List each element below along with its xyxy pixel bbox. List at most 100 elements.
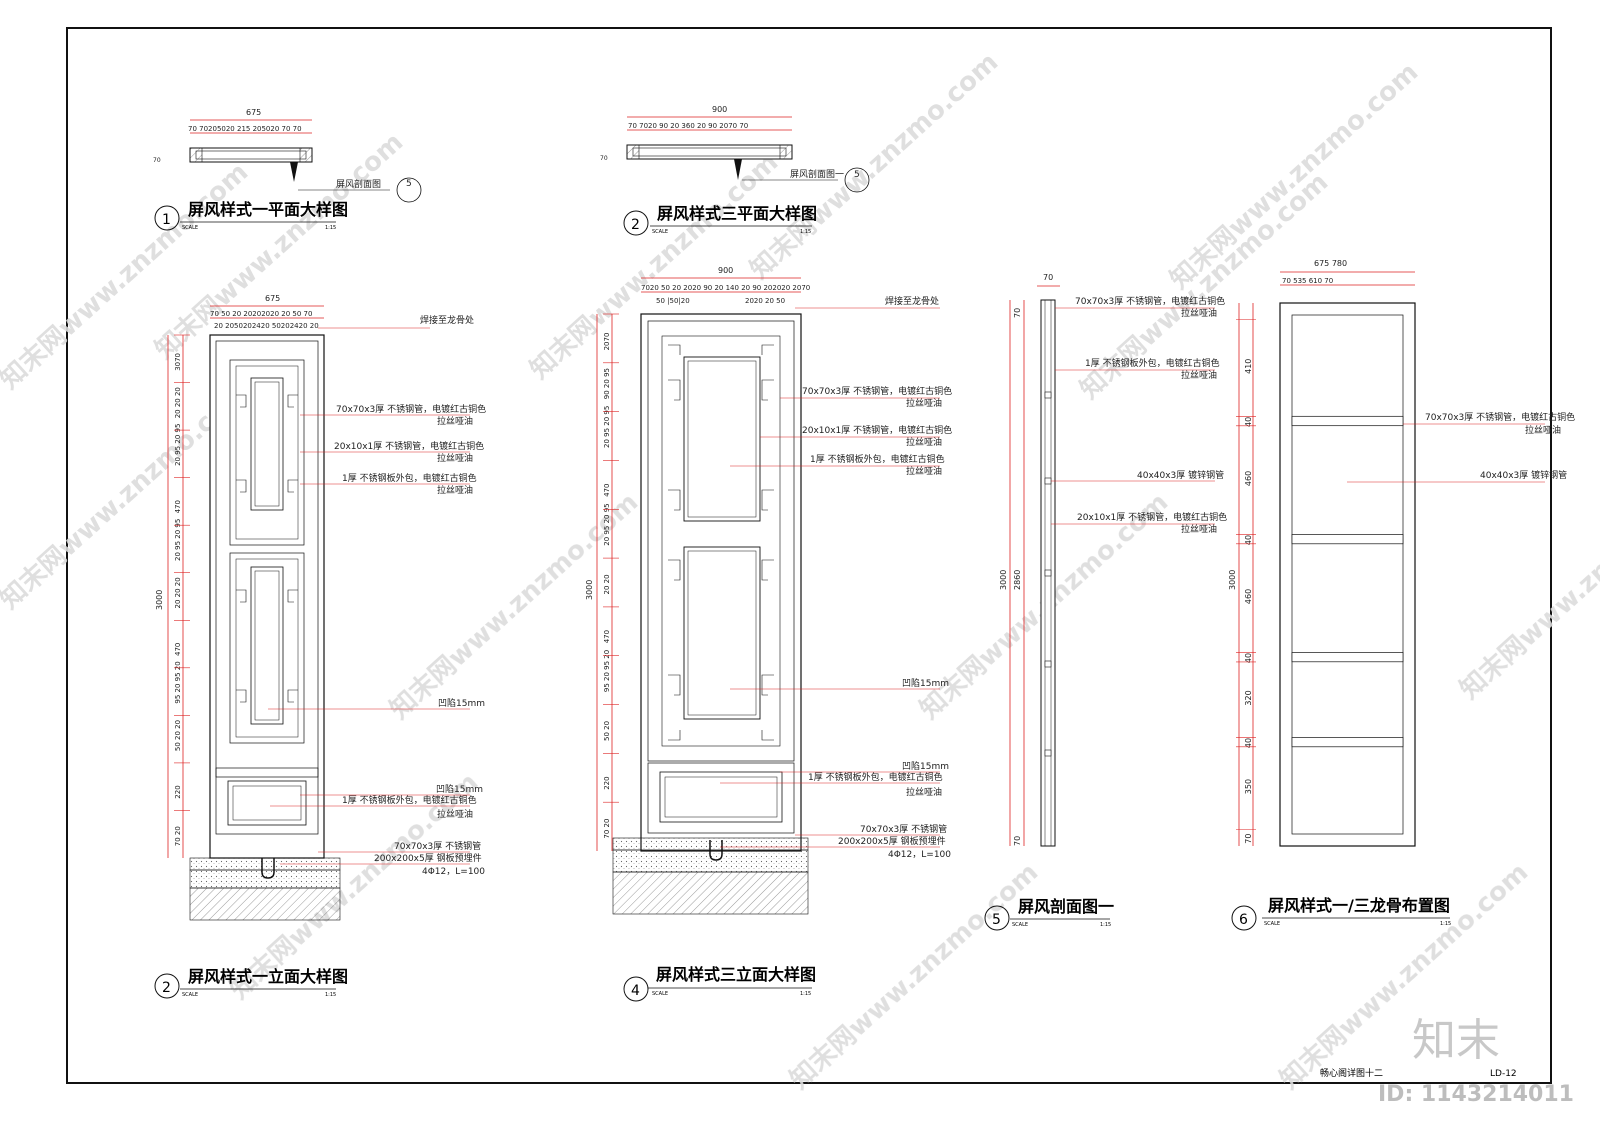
svg-text:焊接至龙骨处: 焊接至龙骨处 (420, 314, 474, 326)
svg-text:凹陷15mm: 凹陷15mm (436, 783, 483, 795)
elevation-row-dim: 220 (603, 776, 611, 789)
frame-row-dim: 40 (1244, 535, 1253, 545)
elevation-row-dim: 50 20 20 (174, 720, 182, 751)
svg-text:拉丝哑油: 拉丝哑油 (906, 786, 942, 798)
svg-text:675 780: 675 780 (1314, 259, 1347, 268)
svg-text:拉丝哑油: 拉丝哑油 (906, 397, 942, 409)
svg-text:40x40x3厚 镀锌钢管: 40x40x3厚 镀锌钢管 (1480, 469, 1567, 481)
svg-text:1:15: 1:15 (325, 225, 336, 231)
frame-row-dim: 350 (1244, 779, 1253, 794)
elevation-row-dim: 20 20 (603, 574, 611, 594)
elevation-row-dim: 20 95 20 95 (603, 503, 611, 545)
svg-text:拉丝哑油: 拉丝哑油 (437, 808, 473, 820)
svg-text:屏风剖面图一: 屏风剖面图一 (1018, 897, 1114, 916)
svg-text:200x200x5厚 钢板预埋件: 200x200x5厚 钢板预埋件 (838, 835, 946, 847)
elevation-row-dim: 95 20 95 20 (174, 661, 182, 703)
svg-text:屏风样式一/三龙骨布置图: 屏风样式一/三龙骨布置图 (1268, 896, 1450, 915)
svg-text:凹陷15mm: 凹陷15mm (902, 677, 949, 689)
svg-text:70x70x3厚 不锈钢管，电镀红古铜色: 70x70x3厚 不锈钢管，电镀红古铜色 (802, 385, 952, 397)
svg-text:70: 70 (1013, 308, 1022, 318)
svg-text:5: 5 (992, 912, 1001, 928)
svg-text:SCALE: SCALE (652, 991, 668, 997)
svg-text:20x10x1厚 不锈钢管，电镀红古铜色: 20x10x1厚 不锈钢管，电镀红古铜色 (334, 440, 484, 452)
frame-layout-view: 675 780 70 535 610 70 3000 4104046040460… (1228, 259, 1575, 931)
svg-text:3000: 3000 (999, 570, 1008, 590)
elevation-row-dim: 70 20 (174, 826, 182, 846)
svg-text:屏风样式一立面大样图: 屏风样式一立面大样图 (188, 967, 348, 986)
svg-text:屏风剖面图一: 屏风剖面图一 (790, 168, 844, 180)
svg-text:1厚 不锈钢板外包，电镀红古铜色: 1厚 不锈钢板外包，电镀红古铜色 (1085, 357, 1220, 369)
svg-text:675: 675 (265, 294, 280, 303)
elevation-view-3: 900 7020 50 20 2020 90 20 140 20 90 2020… (585, 266, 952, 1002)
svg-text:5: 5 (854, 170, 860, 180)
svg-text:SCALE: SCALE (1264, 921, 1280, 927)
svg-text:屏风样式三立面大样图: 屏风样式三立面大样图 (656, 965, 816, 984)
svg-text:凹陷15mm: 凹陷15mm (438, 697, 485, 709)
svg-text:拉丝哑油: 拉丝哑油 (1181, 307, 1217, 319)
svg-text:70 7020 90 20 360 20 90 2: 70 7020 90 20 360 20 90 2070 70 (628, 122, 748, 130)
frame-row-dim: 70 (1244, 834, 1253, 844)
elevation-row-dim: 220 (174, 785, 182, 798)
svg-text:20 2050202420 50202420 20: 20 2050202420 50202420 20 (214, 322, 319, 330)
frame-crossbar (1291, 652, 1404, 663)
svg-text:知末网www.znzmo.com: 知末网www.znzmo.com (1165, 57, 1425, 295)
svg-text:70: 70 (153, 157, 161, 164)
svg-text:5: 5 (406, 179, 412, 189)
elevation-row-dim: 470 (603, 484, 611, 497)
svg-text:2: 2 (162, 980, 171, 996)
view-number-circle (154, 205, 180, 231)
elevation-row-dim: 20 20 20 (174, 577, 182, 608)
image-id: ID: 1143214011 (1378, 1082, 1574, 1107)
svg-text:屏风剖面图: 屏风剖面图 (336, 178, 381, 190)
svg-text:900: 900 (718, 266, 733, 275)
svg-text:20x10x1厚 不锈钢管，电镀红古铜色: 20x10x1厚 不锈钢管，电镀红古铜色 (802, 424, 952, 436)
view-number: 1 (162, 212, 171, 228)
svg-text:1厚 不锈钢板外包，电镀红古铜色: 1厚 不锈钢板外包，电镀红古铜色 (342, 472, 477, 484)
view-title: 屏风样式一平面大样图 (188, 200, 348, 219)
elevation-row-dim: 20 95 20 95 (174, 519, 182, 561)
svg-text:70: 70 (600, 155, 608, 162)
section-view-1: 70 3000 2860 70 70 70x70x3厚 不锈钢管，电镀红古铜色 … (984, 273, 1227, 931)
sheet-border (66, 27, 1552, 1084)
svg-text:1厚 不锈钢板外包，电镀红古铜色: 1厚 不锈钢板外包，电镀红古铜色 (342, 794, 477, 806)
svg-text:70: 70 (1043, 273, 1053, 282)
frame-row-dim: 410 (1244, 359, 1253, 374)
svg-text:1厚 不锈钢板外包，电镀红古铜色: 1厚 不锈钢板外包，电镀红古铜色 (808, 771, 943, 783)
frame-row-dim: 40 (1244, 653, 1253, 663)
svg-text:200x200x5厚 钢板预埋件: 200x200x5厚 钢板预埋件 (374, 852, 482, 864)
svg-text:拉丝哑油: 拉丝哑油 (437, 415, 473, 427)
elevation-row-dim: 70 20 (603, 819, 611, 839)
svg-text:4Φ12，L=100: 4Φ12，L=100 (888, 850, 951, 860)
svg-text:4Φ12，L=100: 4Φ12，L=100 (422, 867, 485, 877)
svg-text:SCALE: SCALE (652, 229, 668, 235)
svg-text:70x70x3厚 不锈钢管，电镀红古铜色: 70x70x3厚 不锈钢管，电镀红古铜色 (336, 403, 486, 415)
svg-text:2: 2 (631, 217, 640, 233)
svg-text:70x70x3厚 不锈钢管: 70x70x3厚 不锈钢管 (394, 840, 481, 852)
svg-text:3000: 3000 (1228, 570, 1237, 590)
elevation-row-dim: 50 20 (603, 721, 611, 741)
svg-text:3000: 3000 (585, 580, 594, 600)
svg-text:拉丝哑油: 拉丝哑油 (1525, 424, 1561, 436)
frame-crossbar (1291, 415, 1404, 427)
svg-text:70 535 610 70: 70 535 610 70 (1282, 277, 1333, 285)
svg-text:拉丝哑油: 拉丝哑油 (437, 484, 473, 496)
svg-text:屏风样式三平面大样图: 屏风样式三平面大样图 (657, 204, 817, 223)
svg-text:拉丝哑油: 拉丝哑油 (437, 452, 473, 464)
svg-text:1:15: 1:15 (1440, 921, 1451, 927)
svg-text:2020 20 50: 2020 20 50 (745, 297, 785, 305)
frame-row-dim: 40 (1244, 417, 1253, 427)
svg-text:SCALE: SCALE (182, 225, 198, 231)
elevation-view-1: 675 70 50 20 20202020 20 50 70 20 205020… (154, 294, 486, 999)
svg-text:焊接至龙骨处: 焊接至龙骨处 (885, 295, 939, 307)
svg-text:900: 900 (712, 105, 727, 114)
elevation-row-dim: 470 (603, 630, 611, 643)
svg-text:20x10x1厚 不锈钢管，电镀红古铜色: 20x10x1厚 不锈钢管，电镀红古铜色 (1077, 511, 1227, 523)
elevation-row-dim: 95 20 95 20 (603, 650, 611, 692)
svg-text:70x70x3厚 不锈钢管: 70x70x3厚 不锈钢管 (860, 823, 947, 835)
svg-text:知末网www.znzmo.com: 知末网www.znzmo.com (745, 47, 1005, 285)
elevation-row-dim: 20 95 20 95 (603, 406, 611, 448)
svg-text:675: 675 (246, 108, 261, 117)
frame-crossbar (1291, 737, 1404, 748)
elevation-row-dim: 20 95 20 95 (174, 424, 182, 466)
